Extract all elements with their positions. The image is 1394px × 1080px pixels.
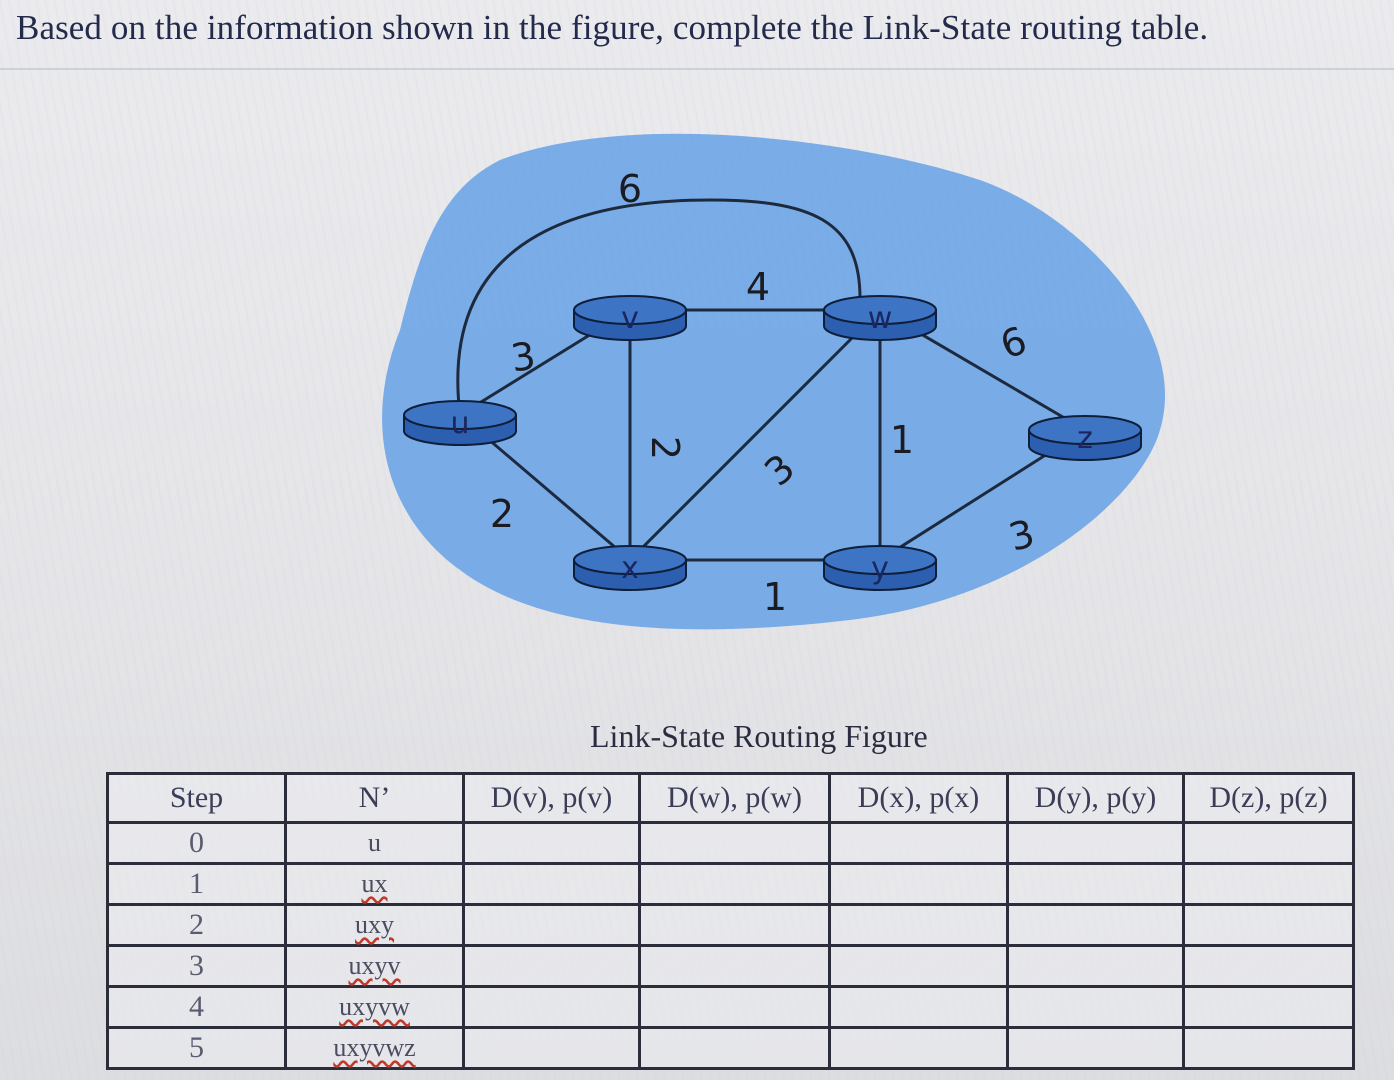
header-step: Step: [106, 772, 287, 824]
header-nprime: N’: [284, 772, 465, 824]
router-label-v: v: [621, 301, 639, 336]
table-row: 4 uxyvw: [106, 985, 1355, 1029]
dv-cell[interactable]: [462, 903, 641, 947]
table-row: 3 uxyv: [106, 944, 1355, 988]
router-label-x: x: [621, 551, 639, 586]
routing-table: Step N’ D(v), p(v) D(w), p(w) D(x), p(x)…: [106, 772, 1355, 1070]
header-dw: D(w), p(w): [638, 772, 831, 824]
dx-cell[interactable]: [828, 944, 1009, 988]
step-cell: 0: [106, 821, 287, 865]
header-dz: D(z), p(z): [1182, 772, 1355, 824]
dy-cell[interactable]: [1006, 821, 1185, 865]
dw-cell[interactable]: [638, 862, 831, 906]
dw-cell[interactable]: [638, 903, 831, 947]
edge-cost-v-w: 4: [746, 265, 770, 309]
router-w: w: [823, 295, 937, 341]
dx-cell[interactable]: [828, 1026, 1009, 1070]
router-u: u: [403, 400, 517, 446]
table-row: 1 ux: [106, 862, 1355, 906]
router-label-u: u: [450, 406, 469, 441]
router-v: v: [573, 295, 687, 341]
dy-cell[interactable]: [1006, 985, 1185, 1029]
router-label-z: z: [1077, 421, 1093, 456]
nprime-cell: uxyvw: [284, 985, 465, 1029]
table-row: 2 uxy: [106, 903, 1355, 947]
table-header-row: Step N’ D(v), p(v) D(w), p(w) D(x), p(x)…: [106, 772, 1355, 824]
nprime-cell: uxy: [284, 903, 465, 947]
dv-cell[interactable]: [462, 985, 641, 1029]
edge-cost-u-w: 6: [618, 167, 642, 211]
edge-cost-v-x: 2: [643, 436, 687, 460]
edge-x-w: [628, 308, 882, 562]
dy-cell[interactable]: [1006, 1026, 1185, 1070]
header-dy: D(y), p(y): [1006, 772, 1185, 824]
router-label-y: y: [871, 551, 889, 586]
dv-cell[interactable]: [462, 821, 641, 865]
dx-cell[interactable]: [828, 821, 1009, 865]
router-label-w: w: [868, 301, 893, 336]
edge-u-w: [456, 198, 862, 416]
dx-cell[interactable]: [828, 903, 1009, 947]
nprime-cell: uxyv: [284, 944, 465, 988]
edge-cost-u-x: 2: [490, 492, 514, 536]
figure-caption: Link-State Routing Figure: [590, 718, 928, 754]
dz-cell[interactable]: [1182, 1026, 1355, 1070]
edge-cost-x-y: 1: [763, 575, 787, 619]
dz-cell[interactable]: [1182, 985, 1355, 1029]
dw-cell[interactable]: [638, 985, 831, 1029]
nprime-cell: ux: [284, 862, 465, 906]
nprime-cell: u: [284, 821, 465, 865]
dy-cell[interactable]: [1006, 903, 1185, 947]
dv-cell[interactable]: [462, 1026, 641, 1070]
dv-cell[interactable]: [462, 862, 641, 906]
dz-cell[interactable]: [1182, 903, 1355, 947]
dz-cell[interactable]: [1182, 944, 1355, 988]
dy-cell[interactable]: [1006, 862, 1185, 906]
dx-cell[interactable]: [828, 985, 1009, 1029]
header-dv: D(v), p(v): [462, 772, 641, 824]
step-cell: 2: [106, 903, 287, 947]
step-cell: 3: [106, 944, 287, 988]
dz-cell[interactable]: [1182, 862, 1355, 906]
dz-cell[interactable]: [1182, 821, 1355, 865]
step-cell: 1: [106, 862, 287, 906]
step-cell: 5: [106, 1026, 287, 1070]
question-text: Based on the information shown in the fi…: [16, 8, 1209, 47]
dw-cell[interactable]: [638, 1026, 831, 1070]
header-dx: D(x), p(x): [828, 772, 1009, 824]
router-z: z: [1028, 415, 1142, 461]
dx-cell[interactable]: [828, 862, 1009, 906]
table-row: 0 u: [106, 821, 1355, 865]
table-row: 5 uxyvwz: [106, 1026, 1355, 1070]
router-y: y: [823, 545, 937, 591]
dw-cell[interactable]: [638, 944, 831, 988]
router-x: x: [573, 545, 687, 591]
edge-cost-w-y: 1: [890, 418, 914, 462]
dy-cell[interactable]: [1006, 944, 1185, 988]
dw-cell[interactable]: [638, 821, 831, 865]
divider: [0, 68, 1394, 70]
nprime-cell: uxyvwz: [284, 1026, 465, 1070]
network-cloud: [382, 133, 1166, 630]
dv-cell[interactable]: [462, 944, 641, 988]
step-cell: 4: [106, 985, 287, 1029]
